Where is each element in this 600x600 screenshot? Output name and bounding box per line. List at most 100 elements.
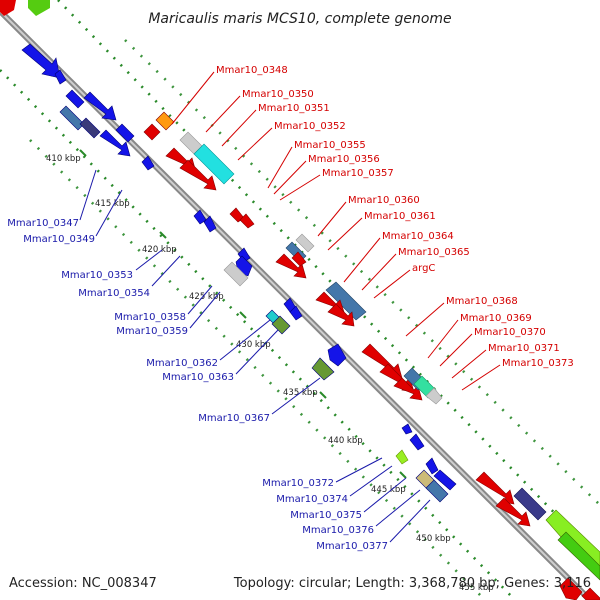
gene-block-red bbox=[475, 471, 515, 505]
gene-label-mmar10-0372[interactable]: Mmar10_0372 bbox=[262, 478, 334, 489]
accession-text: Accession: NC_008347 bbox=[9, 576, 157, 591]
gene-block-olive bbox=[311, 357, 335, 381]
gene-block-olive bbox=[271, 315, 291, 335]
gene-label-mmar10-0377[interactable]: Mmar10_0377 bbox=[316, 541, 388, 552]
gene-label-mmar10-0375[interactable]: Mmar10_0375 bbox=[290, 510, 362, 521]
scale-tick bbox=[319, 391, 327, 399]
gene-label-mmar10-0374[interactable]: Mmar10_0374 bbox=[276, 494, 348, 505]
leader-line bbox=[461, 364, 501, 391]
leader-line bbox=[79, 169, 97, 221]
gene-block-lightgray bbox=[223, 261, 249, 287]
gene-label-mmar10-0367[interactable]: Mmar10_0367 bbox=[198, 413, 270, 424]
leader-line bbox=[187, 285, 213, 315]
gene-block-blue bbox=[54, 69, 67, 85]
reverse-leader-lines bbox=[79, 169, 431, 543]
gene-label-mmar10-0348[interactable]: Mmar10_0348 bbox=[216, 65, 288, 76]
leader-line bbox=[135, 249, 163, 271]
leader-line bbox=[317, 201, 347, 237]
gene-block-blue bbox=[327, 343, 347, 367]
leader-line bbox=[373, 269, 411, 299]
gene-label-mmar10-0358[interactable]: Mmar10_0358 bbox=[114, 312, 186, 323]
gene-block-lime bbox=[28, 0, 50, 16]
gene-block-lime bbox=[395, 449, 409, 465]
feature-guide-tracks bbox=[29, 39, 600, 600]
scale-tick bbox=[79, 149, 87, 157]
gene-block-steelblue bbox=[59, 105, 85, 131]
leader-line bbox=[235, 329, 279, 375]
gene-label-mmar10-0369[interactable]: Mmar10_0369 bbox=[460, 313, 532, 324]
leader-line bbox=[95, 189, 123, 237]
gene-block-blue bbox=[425, 457, 439, 475]
gene-block-red bbox=[291, 251, 307, 267]
gene-block-blue bbox=[141, 155, 155, 171]
gene-block-red bbox=[495, 497, 531, 527]
gene-label-mmar10-0368[interactable]: Mmar10_0368 bbox=[446, 296, 518, 307]
leader-line bbox=[219, 319, 271, 361]
gene-label-mmar10-0351[interactable]: Mmar10_0351 bbox=[258, 103, 330, 114]
scale-tick bbox=[159, 231, 167, 239]
gene-block-lightgray bbox=[295, 233, 315, 253]
gene-label-mmar10-0371[interactable]: Mmar10_0371 bbox=[488, 343, 560, 354]
gene-label-mmar10-0361[interactable]: Mmar10_0361 bbox=[364, 211, 436, 222]
gene-block-blue bbox=[99, 129, 131, 157]
gene-block-darkslate bbox=[79, 117, 101, 139]
gene-block-blue bbox=[409, 433, 425, 451]
gene-label-mmar10-0353[interactable]: Mmar10_0353 bbox=[61, 270, 133, 281]
kbp-marker: 415 kbp bbox=[95, 199, 130, 209]
leader-line bbox=[361, 253, 397, 291]
leader-line bbox=[335, 457, 383, 483]
leader-line bbox=[221, 109, 257, 147]
gene-label-mmar10-0354[interactable]: Mmar10_0354 bbox=[78, 288, 150, 299]
gene-block-lightgray bbox=[425, 387, 443, 405]
gene-label-mmar10-0347[interactable]: Mmar10_0347 bbox=[7, 218, 79, 229]
kbp-marker: 440 kbp bbox=[328, 436, 363, 446]
gene-label-mmar10-0362[interactable]: Mmar10_0362 bbox=[146, 358, 218, 369]
backbone-inner-line bbox=[0, 10, 591, 600]
gene-block-red bbox=[275, 253, 307, 279]
leader-line bbox=[279, 174, 321, 201]
gene-label-mmar10-0359[interactable]: Mmar10_0359 bbox=[116, 326, 188, 337]
reverse-gene-labels: Mmar10_0347 Mmar10_0349 Mmar10_0353 Mmar… bbox=[7, 218, 388, 552]
leader-line bbox=[363, 477, 407, 513]
leader-line bbox=[343, 237, 381, 283]
gene-label-mmar10-0364[interactable]: Mmar10_0364 bbox=[382, 231, 454, 242]
gene-label-mmar10-0356[interactable]: Mmar10_0356 bbox=[308, 154, 380, 165]
kbp-marker: 425 kbp bbox=[189, 292, 224, 302]
scale-tick bbox=[399, 471, 407, 479]
gene-label-mmar10-0376[interactable]: Mmar10_0376 bbox=[302, 525, 374, 536]
gene-block-red bbox=[239, 213, 255, 229]
leader-line bbox=[439, 333, 473, 367]
gene-block-green bbox=[557, 531, 600, 581]
gene-block-blue bbox=[65, 89, 85, 109]
leader-line bbox=[405, 302, 445, 337]
leader-line bbox=[327, 217, 363, 251]
topology-text: Topology: circular; Length: 3,368,780 bp… bbox=[233, 576, 591, 591]
gene-block-red bbox=[143, 123, 161, 141]
leader-line bbox=[451, 349, 487, 379]
kbp-marker: 410 kbp bbox=[46, 154, 81, 164]
kbp-marker: 450 kbp bbox=[416, 534, 451, 544]
gene-label-mmar10-0365[interactable]: Mmar10_0365 bbox=[398, 247, 470, 258]
gene-label-mmar10-0355[interactable]: Mmar10_0355 bbox=[294, 140, 366, 151]
gene-label-mmar10-0373[interactable]: Mmar10_0373 bbox=[502, 358, 574, 369]
gene-block-blue bbox=[203, 215, 217, 233]
gene-block-blue bbox=[83, 91, 117, 121]
gene-label-mmar10-0370[interactable]: Mmar10_0370 bbox=[474, 327, 546, 338]
gene-label-argc[interactable]: argC bbox=[412, 263, 435, 274]
gene-label-mmar10-0352[interactable]: Mmar10_0352 bbox=[274, 121, 346, 132]
gene-block-blue bbox=[401, 423, 413, 435]
gene-label-mmar10-0357[interactable]: Mmar10_0357 bbox=[322, 168, 394, 179]
forward-gene-blocks bbox=[143, 111, 600, 600]
leader-line bbox=[389, 499, 431, 543]
kbp-marker: 420 kbp bbox=[142, 245, 177, 255]
gene-block-red bbox=[327, 303, 355, 327]
gene-label-mmar10-0349[interactable]: Mmar10_0349 bbox=[23, 234, 95, 245]
gene-block-blue bbox=[115, 123, 135, 143]
gene-label-mmar10-0363[interactable]: Mmar10_0363 bbox=[162, 372, 234, 383]
gene-label-mmar10-0350[interactable]: Mmar10_0350 bbox=[242, 89, 314, 100]
gene-label-mmar10-0360[interactable]: Mmar10_0360 bbox=[348, 195, 420, 206]
leader-line bbox=[349, 465, 393, 497]
gene-block-blue bbox=[433, 469, 457, 491]
